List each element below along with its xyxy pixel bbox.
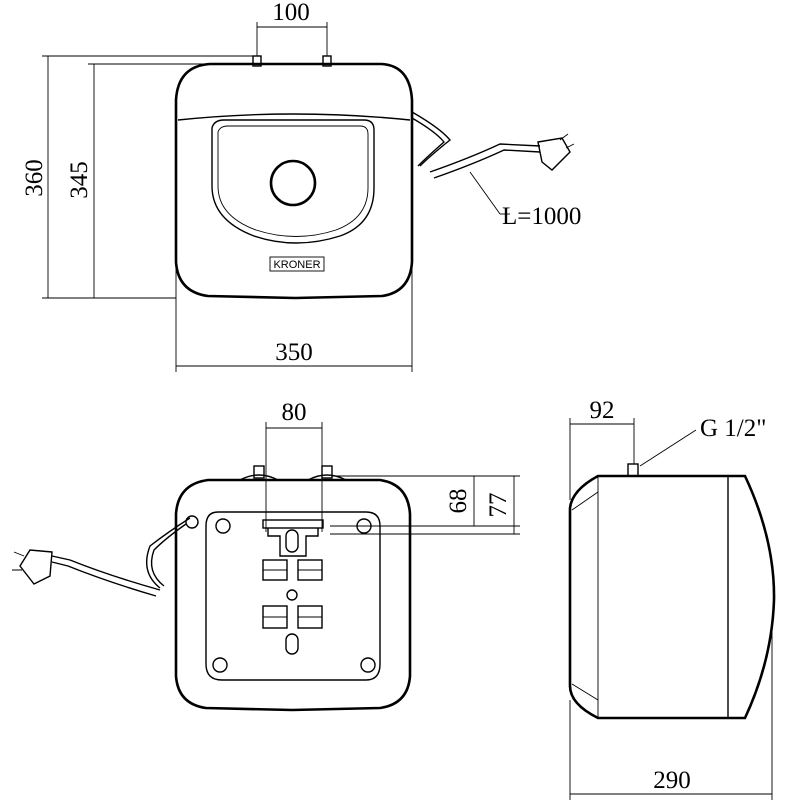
cable-grommet (185, 515, 199, 529)
mount-hole-br (360, 657, 376, 673)
front-cable-d (433, 149, 541, 179)
rear-pipe-right (321, 465, 333, 479)
power-plug (537, 137, 571, 171)
rear-cable-a (146, 517, 191, 589)
front-panel-line (177, 113, 411, 121)
front-body (174, 62, 414, 300)
dim-offset-68: 68 (445, 489, 472, 514)
front-view: KRONER (174, 55, 575, 300)
rear-body (174, 478, 412, 712)
side-pipe (627, 463, 639, 477)
rear-plug-pins (12, 551, 25, 571)
rear-view (12, 465, 412, 712)
bracket-t (267, 528, 319, 557)
rear-power-plug (19, 549, 53, 585)
brand-label: KRONER (273, 259, 320, 271)
dim-width-350: 350 (275, 339, 313, 366)
side-view (568, 463, 776, 720)
side-dimensions: 92 G 1/2" 290 (569, 397, 773, 800)
bracket-slot-top (285, 529, 299, 553)
dim-pipe-offset-92: 92 (590, 397, 615, 424)
bracket-slot-bottom (285, 633, 299, 655)
front-dimensions: 100 360 345 350 L=1000 (21, 0, 581, 372)
dim-height-345: 345 (66, 161, 93, 199)
front-cable-a (411, 111, 451, 167)
thermostat-knob (269, 159, 317, 207)
rear-cable-c (51, 555, 161, 591)
rear-pipe-boss-left (239, 474, 279, 481)
rear-dimensions: 80 68 77 (265, 399, 520, 535)
mount-hole-tl (215, 518, 231, 534)
dim-thread-g12: G 1/2" (700, 415, 766, 442)
plug-pins (559, 133, 575, 149)
dim-height-360: 360 (21, 159, 48, 197)
dim-pipe-spacing-80: 80 (282, 399, 307, 426)
mounting-plate (205, 511, 381, 681)
rear-cable-b (150, 523, 187, 587)
front-cable-b (411, 117, 445, 167)
rear-cable-d (51, 561, 157, 597)
dim-cable-length: L=1000 (502, 203, 581, 230)
side-body (568, 474, 776, 720)
rear-pipe-boss-right (307, 474, 347, 481)
dim-depth-290: 290 (653, 767, 691, 794)
dim-offset-77: 77 (485, 493, 512, 518)
dim-pipe-spacing-100: 100 (272, 0, 310, 26)
front-cable-c (429, 143, 541, 173)
control-panel-inner (217, 125, 369, 237)
control-panel (211, 119, 375, 244)
mount-hole-bl (212, 657, 228, 673)
rear-pipe-left (253, 465, 265, 479)
brand-box (269, 256, 325, 272)
center-hole (286, 589, 298, 601)
bracket-top-bar (262, 519, 324, 529)
